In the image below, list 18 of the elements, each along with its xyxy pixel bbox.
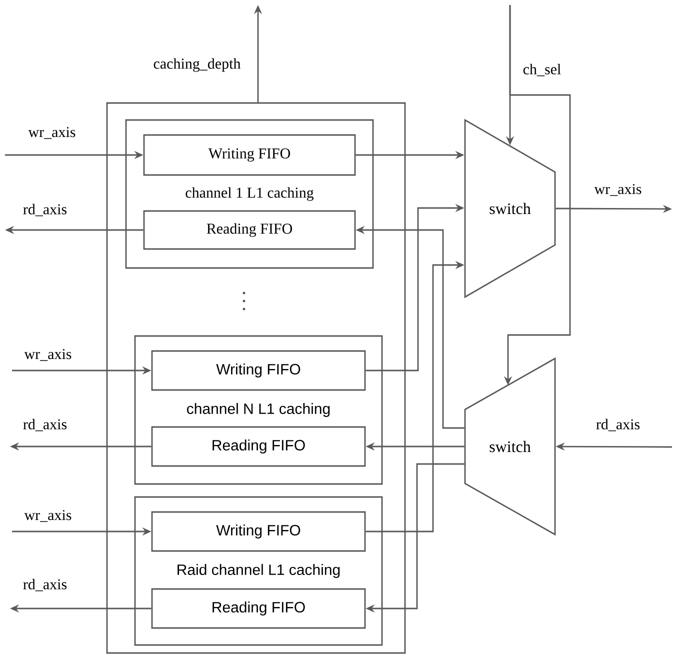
- switch-trapezoid: switch: [464, 357, 556, 536]
- fifo-box: Writing FIFO: [151, 350, 366, 391]
- edge-label: rd_axis: [23, 578, 67, 592]
- edge-label: ch_sel: [523, 64, 561, 76]
- fifo-box: Reading FIFO: [143, 210, 356, 250]
- edge-label: rd_axis: [23, 418, 67, 432]
- fifo-box: Reading FIFO: [151, 426, 366, 467]
- fifo-box: Writing FIFO: [151, 511, 366, 552]
- fifo-box: Reading FIFO: [151, 588, 366, 629]
- edge-label: wr_axis: [28, 127, 76, 139]
- edge-label: rd_axis: [23, 204, 67, 216]
- edge-label: rd_axis: [596, 418, 640, 432]
- edge-label: wr_axis: [24, 510, 72, 522]
- edge-label: wr_axis: [594, 184, 642, 196]
- edge-label: caching_depth: [154, 58, 241, 72]
- fifo-box: Writing FIFO: [143, 134, 356, 176]
- edge-label: wr_axis: [24, 349, 72, 361]
- container-box: [106, 102, 406, 654]
